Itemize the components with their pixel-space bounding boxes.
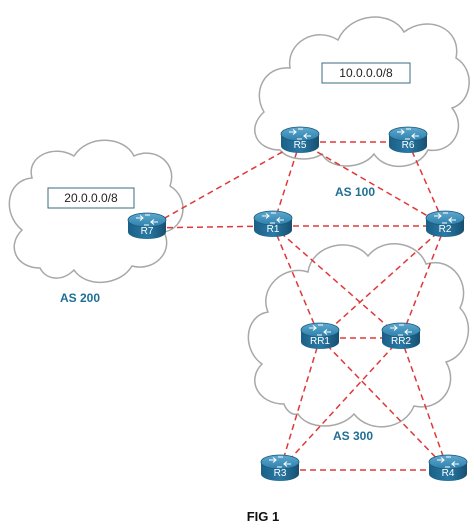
links-layer	[146, 141, 449, 471]
router-arrows-icon	[269, 456, 291, 468]
as300-label: AS 300	[333, 429, 373, 443]
link-rr2-r4	[400, 337, 449, 471]
router-label: R4	[442, 468, 455, 479]
router-r7: R7	[127, 212, 167, 239]
router-top-icon	[425, 210, 465, 226]
link-rr1-r3	[279, 337, 321, 471]
router-arrows-icon	[136, 214, 158, 226]
router-arrows-icon	[437, 456, 459, 468]
router-r3: R3	[260, 454, 300, 481]
router-arrows-icon	[397, 128, 419, 140]
router-arrows-icon	[434, 212, 456, 224]
router-top-icon	[253, 210, 293, 226]
router-arrows-icon	[390, 324, 412, 336]
link-r2-rr2	[400, 225, 446, 339]
as200-prefix: 20.0.0.0/8	[64, 191, 118, 205]
router-top-icon	[280, 126, 320, 142]
router-top-icon	[127, 212, 167, 228]
router-label: RR1	[310, 336, 330, 347]
router-label: RR2	[391, 336, 411, 347]
router-rr2: RR2	[381, 322, 421, 349]
router-label: R3	[274, 468, 287, 479]
router-top-icon	[260, 454, 300, 470]
router-arrows-icon	[289, 128, 311, 140]
link-r1-rr2	[272, 225, 402, 339]
router-top-icon	[381, 322, 421, 338]
router-label: R7	[141, 226, 154, 237]
link-r7-r1	[146, 225, 274, 229]
link-r2-rr1	[319, 225, 446, 339]
router-r2: R2	[425, 210, 465, 237]
router-top-icon	[428, 454, 468, 470]
router-r6: R6	[388, 126, 428, 153]
router-label: R6	[402, 140, 415, 151]
link-r1-rr1	[272, 225, 321, 339]
router-arrows-icon	[309, 324, 331, 336]
as100-prefix-box: 10.0.0.0/8	[321, 62, 411, 84]
router-r5: R5	[280, 126, 320, 153]
router-label: R2	[439, 224, 452, 235]
router-r4: R4	[428, 454, 468, 481]
link-r6-r2	[407, 141, 446, 227]
router-arrows-icon	[262, 212, 284, 224]
as200-cloud	[8, 139, 184, 284]
link-rr1-r4	[319, 337, 449, 471]
router-label: R5	[294, 140, 307, 151]
router-top-icon	[300, 322, 340, 338]
router-rr1: RR1	[300, 322, 340, 349]
as100-label: AS 100	[335, 185, 375, 199]
router-label: R1	[267, 224, 280, 235]
as200-prefix-box: 20.0.0.0/8	[47, 187, 135, 209]
link-r5-r2	[299, 141, 446, 227]
as100-prefix: 10.0.0.0/8	[339, 66, 393, 80]
figure-caption: FIG 1	[247, 509, 280, 524]
router-top-icon	[388, 126, 428, 142]
as200-label: AS 200	[60, 291, 100, 305]
as300-cloud	[247, 243, 470, 428]
router-r1: R1	[253, 210, 293, 237]
